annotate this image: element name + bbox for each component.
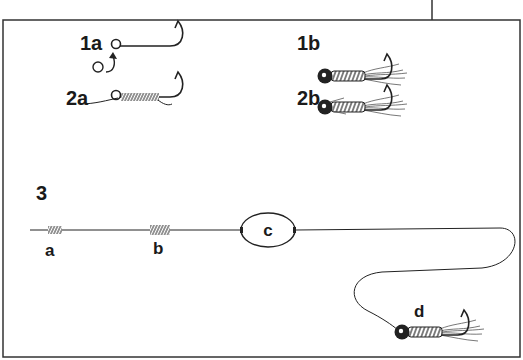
part-number: 1b: [297, 33, 320, 53]
part-number: 2a: [66, 88, 88, 108]
part-number: 1a: [80, 33, 102, 53]
part-number: 2b: [297, 88, 320, 108]
callout-letter: b: [153, 240, 163, 257]
float-oval: c: [240, 212, 296, 248]
callout-letter: c: [263, 222, 272, 239]
figure-number: 3: [36, 183, 47, 203]
callout-letter: a: [45, 242, 54, 259]
callout-letter: d: [414, 303, 424, 320]
